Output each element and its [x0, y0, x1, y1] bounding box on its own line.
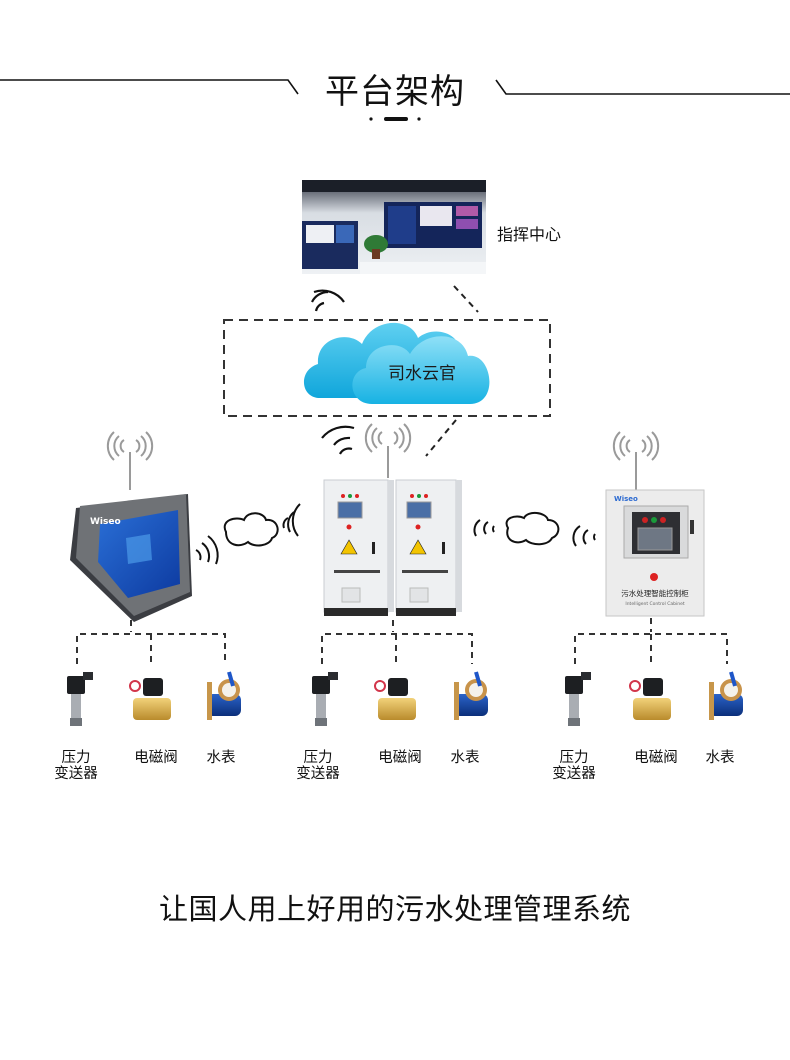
antenna-icon: [364, 423, 412, 478]
cloud-icon: [303, 322, 490, 404]
wifi-signal-icon: [311, 289, 345, 312]
water-meter-icon: [709, 671, 743, 720]
device-label-line2: 变送器: [552, 766, 596, 782]
architecture-diagram: Wiseo: [67, 180, 743, 726]
solenoid-valve-icon: [629, 678, 671, 720]
antenna-icon: [106, 431, 154, 490]
wifi-signal-icon: [473, 519, 495, 537]
command-center-photo: [302, 180, 486, 274]
solenoid-valve-icon: [129, 678, 171, 720]
header-right-rule: [495, 79, 790, 95]
device-links: [76, 618, 728, 664]
cloud-platform-box: [223, 319, 551, 417]
floor-cabinet-photo: [323, 479, 462, 616]
water-meter-icon: [207, 671, 241, 720]
device-label: 压力 变送器: [544, 750, 604, 782]
header-dot-left: [369, 117, 373, 121]
device-label: 压力 变送器: [288, 750, 348, 782]
device-label: 水表: [450, 750, 480, 766]
device-label: 水表: [206, 750, 236, 766]
cloud-label: 司水云官: [388, 364, 456, 384]
page-title: 平台架构: [325, 72, 465, 112]
network-cloud-icon: [505, 512, 560, 546]
device-label: 电磁阀: [378, 750, 422, 766]
wifi-signal-icon: [321, 425, 355, 455]
header-left-rule: [0, 79, 299, 95]
wifi-signal-icon: [572, 525, 596, 547]
solenoid-valve-icon: [374, 678, 416, 720]
pressure-transmitter-icon: [565, 672, 591, 726]
device-label: 电磁阀: [634, 750, 678, 766]
link-command-to-cloud: [453, 285, 479, 313]
cabinet-panel-subtitle: Intelligent Control Cabinet: [625, 601, 684, 607]
antenna-icon: [612, 431, 660, 490]
cabinet-panel-title: 污水处理智能控制柜: [621, 588, 689, 598]
command-center-label: 指挥中心: [497, 225, 562, 244]
device-label-line1: 压力: [559, 750, 589, 766]
device-label-line2: 变送器: [54, 766, 98, 782]
header-decoration: [0, 79, 790, 121]
pressure-transmitter-icon: [67, 672, 93, 726]
device-label-line1: 压力: [303, 750, 333, 766]
header-dot-right: [417, 117, 421, 121]
network-cloud-icon: [223, 512, 279, 547]
device-label-line2: 变送器: [296, 766, 340, 782]
water-meter-icon: [454, 671, 488, 720]
wall-cabinet-photo: Wiseo 污水处理智能控制柜 Intelligent Control Cabi…: [605, 489, 705, 617]
device-label: 水表: [705, 750, 735, 766]
link-cloud-to-cabinet: [425, 419, 457, 457]
device-label: 电磁阀: [134, 750, 178, 766]
footer-slogan: 让国人用上好用的污水处理管理系统: [158, 892, 631, 926]
pressure-transmitter-icon: [312, 672, 338, 726]
header-bar: [384, 117, 408, 121]
device-label-line1: 压力: [61, 750, 91, 766]
device-label: 压力 变送器: [46, 750, 106, 782]
cabinet-brand-logo: Wiseo: [614, 495, 638, 503]
wifi-signal-icon: [195, 535, 219, 565]
hmi-panel-photo: Wiseo: [70, 494, 192, 622]
hmi-brand-logo: Wiseo: [90, 517, 121, 527]
wifi-signal-icon: [282, 503, 301, 537]
